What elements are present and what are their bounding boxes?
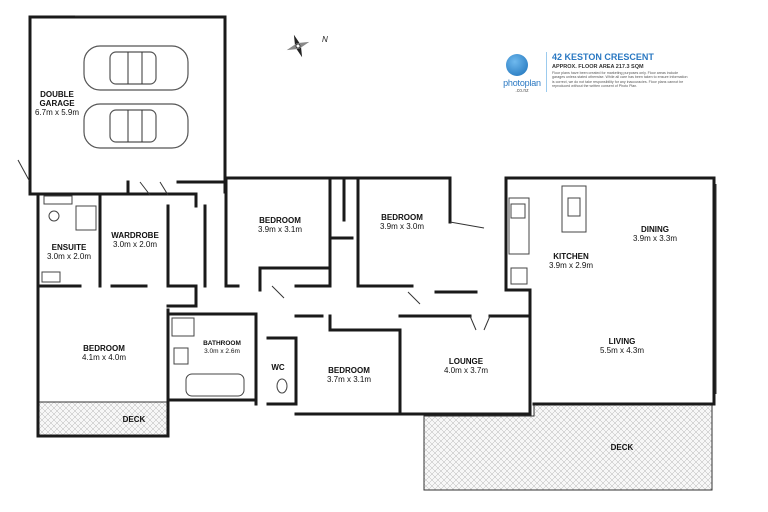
kitchen-dims: 3.9m x 2.9m	[549, 261, 593, 270]
garage-label-2: GARAGE	[39, 99, 75, 108]
central-bedroom-walls	[224, 176, 485, 305]
kitchen-cooktop-icon	[510, 203, 526, 219]
lounge-label: LOUNGE	[449, 357, 484, 366]
left-wing-walls	[28, 180, 228, 438]
bathroom-shower-icon	[171, 317, 195, 337]
compass-icon	[286, 34, 310, 58]
brand-divider	[546, 52, 547, 92]
logo-suffix: .co.nz	[515, 88, 529, 94]
deck-right-label: DECK	[611, 443, 634, 452]
bedroom2-dims: 3.9m x 3.0m	[380, 222, 424, 231]
bedroom2-label: BEDROOM	[381, 213, 423, 222]
bathroom-walls	[166, 312, 298, 406]
bedroom3-dims: 3.7m x 3.1m	[327, 375, 371, 384]
dining-label: DINING	[641, 225, 669, 234]
ensuite-toilet-icon	[48, 210, 60, 222]
car-top-icon	[83, 45, 189, 91]
property-title: 42 KESTON CRESCENT	[552, 52, 654, 62]
bathroom-basin-icon	[173, 347, 189, 365]
bathtub-icon	[185, 373, 245, 397]
bedroom1-dims: 3.9m x 3.1m	[258, 225, 302, 234]
car-bottom-icon	[83, 103, 189, 149]
disclaimer: Floor plans have been created for market…	[552, 71, 688, 89]
deck-left-label: DECK	[123, 415, 146, 424]
bedroom-master-dims: 4.1m x 4.0m	[82, 353, 126, 362]
bedroom-master-label: BEDROOM	[83, 344, 125, 353]
wardrobe-dims: 3.0m x 2.0m	[113, 240, 157, 249]
deck-left	[37, 401, 169, 437]
wc-toilet-icon	[276, 378, 288, 394]
ensuite-label: ENSUITE	[52, 243, 87, 252]
lounge-dims: 4.0m x 3.7m	[444, 366, 488, 375]
garage-label-1: DOUBLE	[40, 90, 74, 99]
wc-label: WC	[271, 363, 285, 372]
bedroom1-label: BEDROOM	[259, 216, 301, 225]
bedroom3-label: BEDROOM	[328, 366, 370, 375]
living-wing-walls	[504, 176, 717, 406]
kitchen-sink-icon	[567, 197, 581, 217]
floor-area: APPROX. FLOOR AREA 217.3 SQM	[552, 64, 644, 70]
bathroom-label: BATHROOM	[203, 340, 241, 347]
bedroom3-lounge-walls	[294, 314, 532, 416]
deck-right	[423, 403, 713, 491]
compass-north-label: N	[322, 35, 328, 44]
ensuite-basin-icon	[41, 271, 61, 283]
brand-block: photoplan .co.nz 42 KESTON CRESCENT APPR…	[496, 50, 696, 100]
logo-name: photoplan	[503, 78, 541, 88]
ensuite-shower-icon	[75, 205, 97, 231]
garage-dims: 6.7m x 5.9m	[35, 108, 79, 117]
ensuite-dims: 3.0m x 2.0m	[47, 252, 91, 261]
dining-dims: 3.9m x 3.3m	[633, 234, 677, 243]
kitchen-fridge-icon	[510, 267, 528, 285]
living-dims: 5.5m x 4.3m	[600, 346, 644, 355]
photoplan-logo-icon	[506, 54, 528, 76]
bathroom-dims: 3.0m x 2.6m	[204, 348, 240, 355]
garage	[17, 15, 227, 194]
ensuite-vanity-icon	[43, 195, 73, 205]
living-label: LIVING	[609, 337, 636, 346]
wardrobe-label: WARDROBE	[111, 231, 159, 240]
kitchen-label: KITCHEN	[553, 252, 589, 261]
